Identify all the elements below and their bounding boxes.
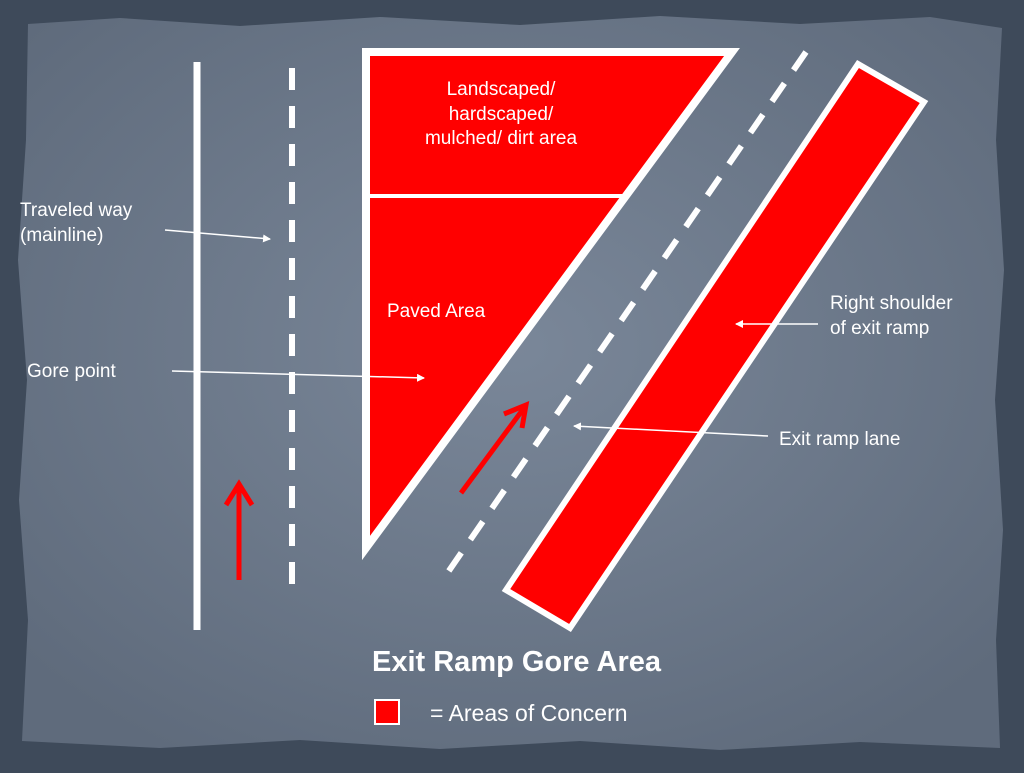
diagram-title: Exit Ramp Gore Area xyxy=(372,646,662,678)
right-shoulder-label-line1: Right shoulder xyxy=(830,293,953,314)
traveled-way-label-line1: Traveled way xyxy=(20,200,133,221)
mainline-direction-arrow xyxy=(223,479,255,580)
leader-gore-point xyxy=(171,370,425,382)
legend-text: = Areas of Concern xyxy=(430,700,628,726)
landscaped-area-label: Landscaped/ hardscaped/ mulched/ dirt ar… xyxy=(388,78,614,152)
exit-ramp-direction-arrow xyxy=(458,400,530,495)
paper-panel xyxy=(18,16,1004,750)
landscaped-label-line1: Landscaped/ xyxy=(446,79,556,100)
landscaped-label-line3: mulched/ dirt area xyxy=(424,128,578,150)
gore-point-label: Gore point xyxy=(27,361,116,382)
traveled-way-label-line2: (mainline) xyxy=(20,224,104,246)
traveled-way-label: Traveled way (mainline) xyxy=(20,199,132,248)
paved-area-label: Paved Area xyxy=(387,301,486,322)
landscaped-label-line2: hardscaped/ xyxy=(448,103,554,125)
gore-area-outline xyxy=(362,48,740,561)
leader-exit-ramp-lane xyxy=(573,422,769,437)
leader-traveled-way xyxy=(164,229,271,243)
right-shoulder-label-line2: of exit ramp xyxy=(830,317,930,339)
legend-swatch xyxy=(374,699,400,725)
right-shoulder-label: Right shoulder of exit ramp xyxy=(830,292,953,341)
exit-ramp-right-shoulder xyxy=(501,60,929,633)
exit-ramp-lane-label: Exit ramp lane xyxy=(779,429,901,450)
exit-ramp-dashed-line xyxy=(441,50,809,580)
